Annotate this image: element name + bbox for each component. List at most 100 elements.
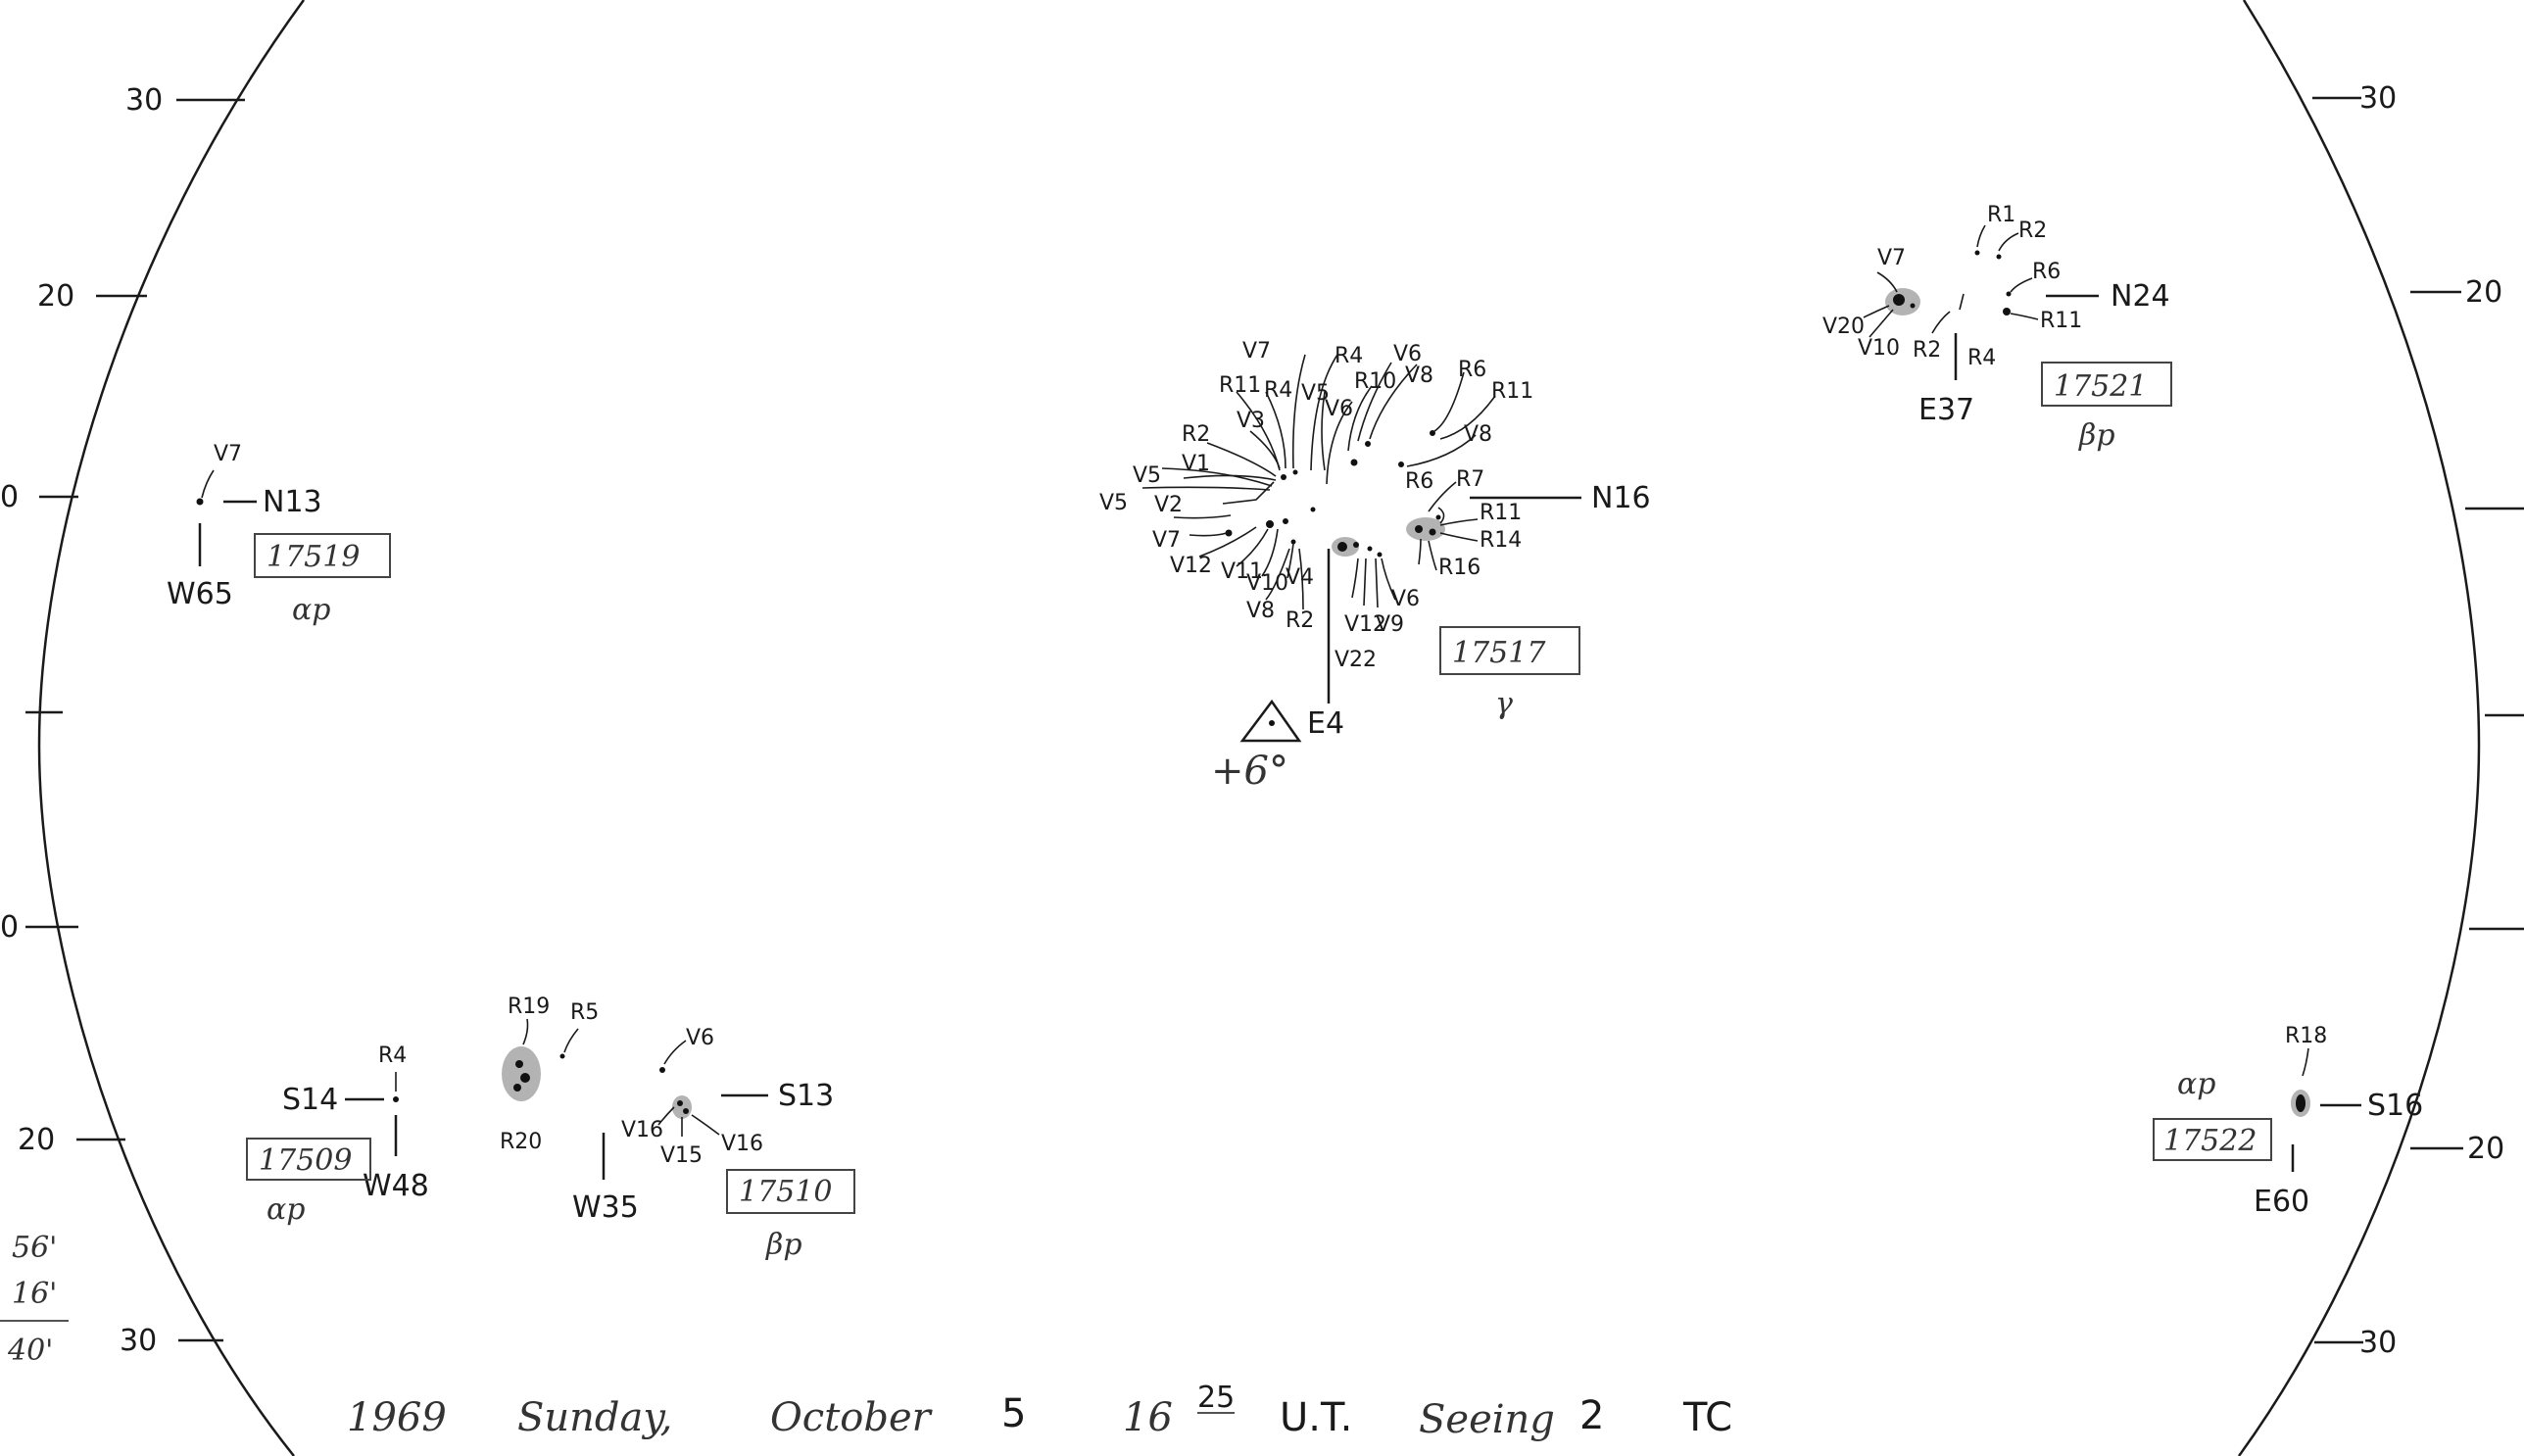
region-17522-lon: E60 [2254,1185,2309,1219]
region-17509-class: αp [267,1192,305,1227]
region-17510-lon: W35 [572,1190,639,1225]
svg-text:V7: V7 [214,442,242,466]
svg-text:V5: V5 [1099,491,1128,515]
svg-text:V2: V2 [1154,493,1183,517]
svg-text:V8: V8 [1246,599,1275,623]
region-17519-number: 17519 [267,540,360,574]
region-17509-lon: W48 [363,1169,429,1203]
svg-text:V7: V7 [1877,246,1906,270]
svg-text:30: 30 [2359,1326,2397,1360]
scale-left: 30 20 0 0 20 30 [0,83,245,1358]
region-17522-lat: S16 [2367,1089,2423,1123]
svg-text:R4: R4 [1264,378,1292,403]
svg-text:R2: R2 [1182,422,1210,447]
region-17509: R4 S14 W48 17509 αp [246,1043,429,1227]
svg-text:R1: R1 [1987,203,2015,227]
region-17519-class: αp [292,593,330,627]
region-17522-class: αp [2177,1067,2215,1101]
region-17519: V7 N13 W65 17519 αp [167,442,391,627]
svg-text:R11: R11 [1219,373,1261,398]
svg-text:V10: V10 [1858,336,1900,361]
svg-text:56': 56' [12,1231,57,1265]
region-17517-class: γ [1495,687,1513,721]
region-17521-lat: N24 [2111,279,2170,314]
svg-text:R19: R19 [508,995,550,1019]
svg-text:V6: V6 [1325,397,1353,421]
svg-text:20: 20 [37,279,74,314]
region-17510: R19 R5 R20 V6 V16 V15 V16 S13 W35 17510 … [500,995,855,1262]
svg-text:R2: R2 [1913,338,1941,363]
flare-marker: +6° [1211,749,1288,794]
footer-ut: U.T. [1280,1395,1352,1440]
svg-text:R16: R16 [1438,556,1480,580]
footer-weekday: Sunday, [517,1395,672,1440]
region-17521: V7 V20 V10 R1 R2 R6 R11 R2 R4 N24 E37 17… [1822,203,2172,453]
svg-text:V5: V5 [1301,381,1330,406]
svg-text:0: 0 [0,480,19,514]
svg-text:V7: V7 [1242,339,1271,364]
region-17521-number: 17521 [2054,369,2147,404]
region-17510-class: βp [765,1228,802,1262]
footer-day: 5 [1001,1391,1026,1436]
svg-text:V1: V1 [1182,452,1210,476]
svg-text:R2: R2 [2018,218,2047,243]
svg-text:40': 40' [7,1334,53,1368]
svg-text:R10: R10 [1354,369,1396,394]
svg-text:30: 30 [120,1324,157,1358]
region-17509-number: 17509 [259,1143,352,1178]
svg-text:V5: V5 [1133,463,1161,488]
footer-month: October [770,1395,934,1440]
svg-text:30: 30 [2359,81,2397,116]
margin-notes: 56' 16' 40' [0,1231,69,1368]
svg-text:R6: R6 [1405,469,1433,494]
region-17510-number: 17510 [739,1175,832,1209]
svg-text:0: 0 [0,910,19,945]
svg-text:V16: V16 [721,1132,763,1156]
region-17521-lon: E37 [1918,393,1974,427]
svg-text:R4: R4 [1335,344,1363,368]
footer-seeing-value: 2 [1579,1393,1604,1438]
svg-text:V10: V10 [1246,571,1288,596]
region-17522: R18 S16 E60 17522 αp [2153,1024,2423,1219]
region-17521-class: βp [2078,418,2115,453]
region-17510-lat: S13 [778,1079,834,1113]
svg-text:20: 20 [2465,275,2502,310]
svg-text:R6: R6 [2032,260,2061,284]
svg-text:V6: V6 [1391,587,1420,611]
footer-observer: TC [1682,1395,1732,1440]
svg-text:R14: R14 [1480,528,1522,553]
solar-limb-right [2237,0,2481,1456]
svg-text:V7: V7 [1152,528,1181,553]
region-17522-number: 17522 [2163,1124,2257,1158]
svg-text:V12: V12 [1344,612,1386,637]
svg-text:V4: V4 [1286,565,1314,590]
svg-text:V22: V22 [1335,648,1377,672]
svg-text:30: 30 [125,83,163,118]
svg-text:R11: R11 [1491,379,1533,404]
region-17517: V7 R11 R4 V3 R2 V1 V5 V5 V2 V7 V12 V11 V… [1099,339,1651,794]
svg-text:V20: V20 [1822,315,1865,339]
svg-text:V8: V8 [1405,364,1433,388]
footer-minute: 25 [1197,1381,1235,1415]
region-17519-lon: W65 [167,577,233,611]
svg-text:V11: V11 [1221,559,1263,584]
svg-text:V3: V3 [1237,409,1265,433]
region-17517-number: 17517 [1452,636,1546,670]
solar-limb-left [37,0,306,1456]
svg-text:20: 20 [2467,1132,2504,1166]
svg-text:V16: V16 [621,1118,663,1142]
svg-text:R11: R11 [2040,309,2082,333]
footer-seeing-label: Seeing [1419,1397,1555,1442]
svg-text:20: 20 [18,1123,55,1157]
svg-text:V8: V8 [1464,422,1492,447]
footer-line: 1969 Sunday, October 5 16 25 U.T. Seeing… [347,1381,1732,1442]
svg-text:R4: R4 [378,1043,407,1068]
svg-text:V6: V6 [1393,342,1422,366]
svg-text:R11: R11 [1480,501,1522,525]
svg-text:R7: R7 [1456,467,1484,492]
scale-right: 30 20 20 30 [2312,81,2524,1360]
svg-text:V15: V15 [660,1143,703,1168]
svg-text:R5: R5 [570,1000,599,1025]
region-17519-lat: N13 [263,485,322,519]
